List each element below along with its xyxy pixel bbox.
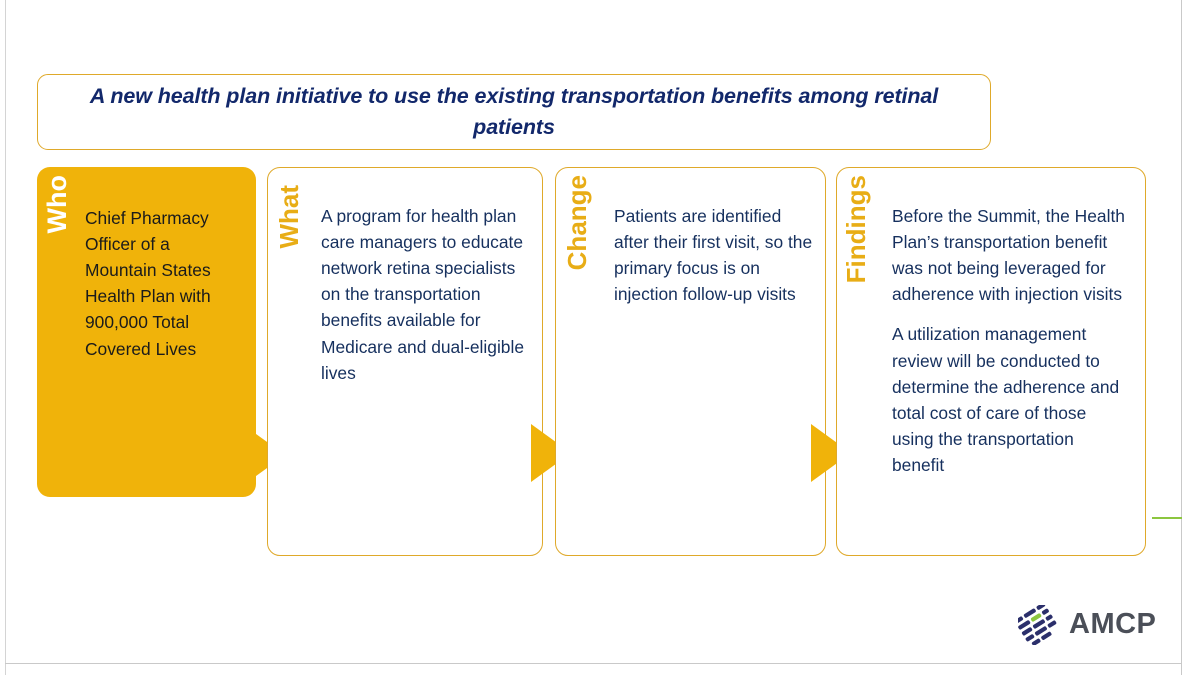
green-edge-tick xyxy=(1152,517,1182,519)
panel-body-change: Patients are identified after their firs… xyxy=(614,206,813,305)
findings-paragraph-2: A utilization management review will be … xyxy=(892,324,1120,475)
panel-label-change: Change xyxy=(562,175,592,271)
panel-label-who: Who xyxy=(42,175,72,234)
findings-paragraph-1: Before the Summit, the Health Plan’s tra… xyxy=(892,206,1125,305)
slide-title: A new health plan initiative to use the … xyxy=(89,84,939,139)
panel-body-findings: Before the Summit, the Health Plan’s tra… xyxy=(892,203,1130,478)
panel-findings xyxy=(836,167,1146,556)
panel-change xyxy=(555,167,826,556)
amcp-wordmark: AMCP xyxy=(1069,608,1157,640)
title-banner: A new health plan initiative to use the … xyxy=(37,74,991,150)
slide-left-edge-rule xyxy=(5,0,6,675)
slide-bottom-edge-rule xyxy=(5,663,1181,664)
slide-right-edge-rule xyxy=(1181,0,1182,675)
panel-who xyxy=(37,167,256,497)
panel-what xyxy=(267,167,543,556)
amcp-logo: AMCP xyxy=(1018,602,1163,647)
panel-body-who: Chief Pharmacy Officer of a Mountain Sta… xyxy=(85,208,211,359)
panel-body-what: A program for health plan care managers … xyxy=(321,206,525,383)
panel-label-findings: Findings xyxy=(841,175,871,284)
panel-label-what: What xyxy=(274,185,304,249)
amcp-stripes-icon xyxy=(1018,604,1057,645)
